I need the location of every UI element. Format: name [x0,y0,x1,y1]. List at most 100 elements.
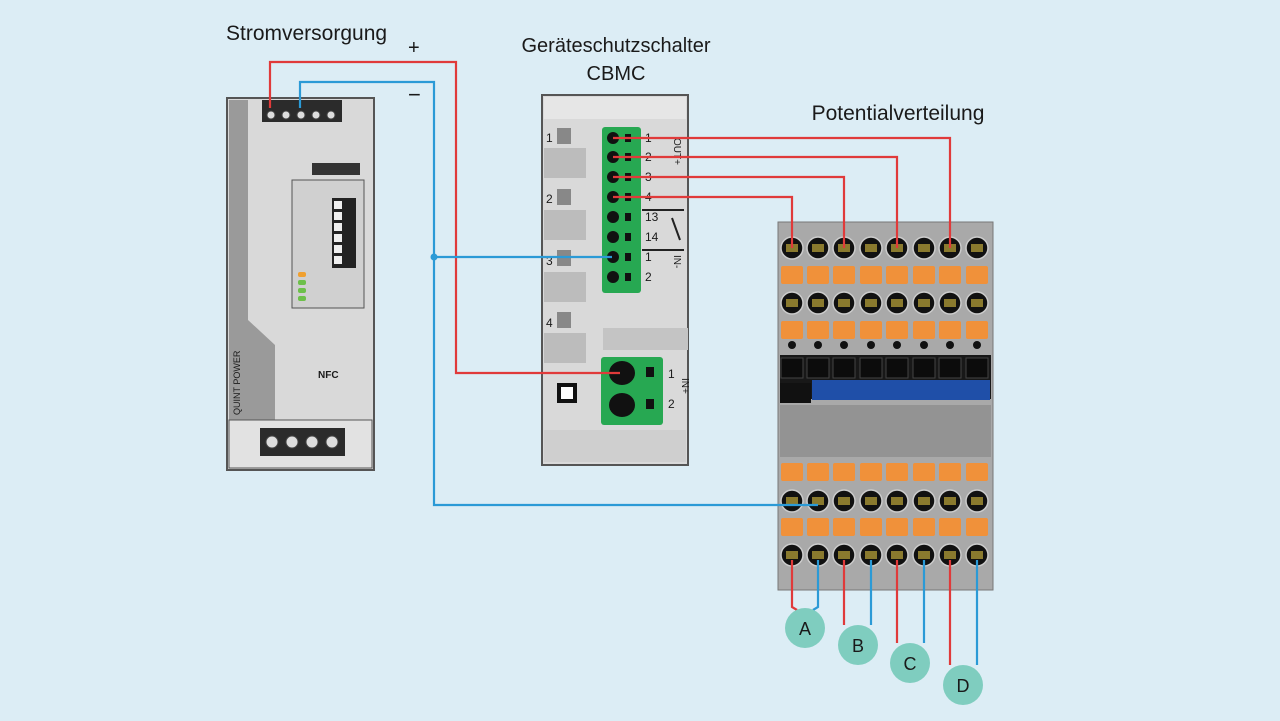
in-minus-label: IN- [671,255,682,268]
push-lever [860,266,882,284]
marker-slot [859,357,883,379]
channel-1-label: 1 [546,131,553,145]
push-lever [886,266,908,284]
clamp-contact [891,299,903,307]
output-c-marker [890,643,930,683]
channel-2-label: 2 [546,192,553,206]
clamp-contact [865,497,877,505]
clamp-contact [812,497,824,505]
clamp-contact [918,299,930,307]
negative-supply-wire [298,80,818,507]
breaker-title: Geräteschutzschalter [522,35,711,57]
relay-contact-symbol [671,217,681,241]
test-socket [840,341,848,349]
clamp-contact [891,497,903,505]
bridge-bar [812,380,990,400]
wires [268,60,979,665]
in-plus-label: IN+ [679,378,690,394]
clamp-contact [838,497,850,505]
clamp-contact [838,551,850,559]
output-a-minus [812,560,820,611]
boost-led [298,272,306,277]
output-a-marker [785,608,825,648]
output-c-label: C [904,654,917,674]
out1-wire [613,136,952,248]
push-lever [860,321,882,339]
test-socket [814,341,822,349]
marker-slot [806,357,830,379]
signal-terminal-green [602,127,641,293]
push-lever [833,266,855,284]
status-led [298,280,306,285]
push-lever [913,463,935,481]
output-b-label: B [852,636,864,656]
push-lever [781,266,803,284]
clamp-contact [944,299,956,307]
in-minus-terminal-2: 2 [645,270,652,284]
clamp-contact [865,551,877,559]
push-lever [966,463,988,481]
out-plus-label: OUT+ [671,138,682,165]
clamp-contact [865,244,877,252]
test-socket [788,341,796,349]
power-supply-title: Stromversorgung [226,22,387,45]
minus-label: − [408,82,421,107]
marker-slot [938,357,962,379]
potential-distribution-block [777,221,994,591]
clamp-contact [891,551,903,559]
marker-slot [965,357,989,379]
push-lever [833,321,855,339]
junction-dot [430,253,438,261]
plus-label: + [408,37,420,59]
out3-wire [613,175,846,248]
nfc-label: NFC [318,370,339,381]
push-lever [966,266,988,284]
output-markers: A B C D [785,608,983,705]
push-lever [913,321,935,339]
push-lever [886,463,908,481]
push-lever [939,266,961,284]
output-d-marker [943,665,983,705]
clamp-contact [865,299,877,307]
channel-3-label: 3 [546,254,553,268]
clamp-contact [786,551,798,559]
push-lever [781,463,803,481]
marker-slot [832,357,856,379]
clamp-contact [971,551,983,559]
clamp-contact [812,299,824,307]
cbmc-breaker: 1 2 3 4 1 2 3 4 13 14 1 2 OUT+ IN- 1 2 I… [541,94,690,466]
brand-text: QUINT POWER [232,350,242,415]
output-b-marker [838,625,878,665]
push-lever [886,518,908,536]
marker-slot [780,357,804,379]
output-d-label: D [957,676,970,696]
clamp-contact [944,497,956,505]
out2-wire [613,155,899,248]
in-plus-terminal-2: 2 [668,397,675,411]
push-lever [939,463,961,481]
test-socket [946,341,954,349]
clamp-contact [971,497,983,505]
push-lever [966,321,988,339]
in-plus-terminal-1: 1 [668,367,675,381]
clamp-contact [838,299,850,307]
push-lever [939,518,961,536]
clamp-contact [786,497,798,505]
in-minus-terminal-1: 1 [645,250,652,264]
clamp-contact [812,551,824,559]
push-lever [913,266,935,284]
push-lever [966,518,988,536]
push-lever [807,518,829,536]
relay-terminal-14: 14 [645,230,659,244]
push-lever [833,463,855,481]
marker-slot [885,357,909,379]
clamp-contact [971,299,983,307]
marker-slot [912,357,936,379]
clamp-contact [918,497,930,505]
push-lever [860,518,882,536]
breaker-model: CBMC [587,63,646,85]
test-socket [973,341,981,349]
power-supply-unit: QUINT POWER NFC [226,97,375,471]
status-led [298,288,306,293]
